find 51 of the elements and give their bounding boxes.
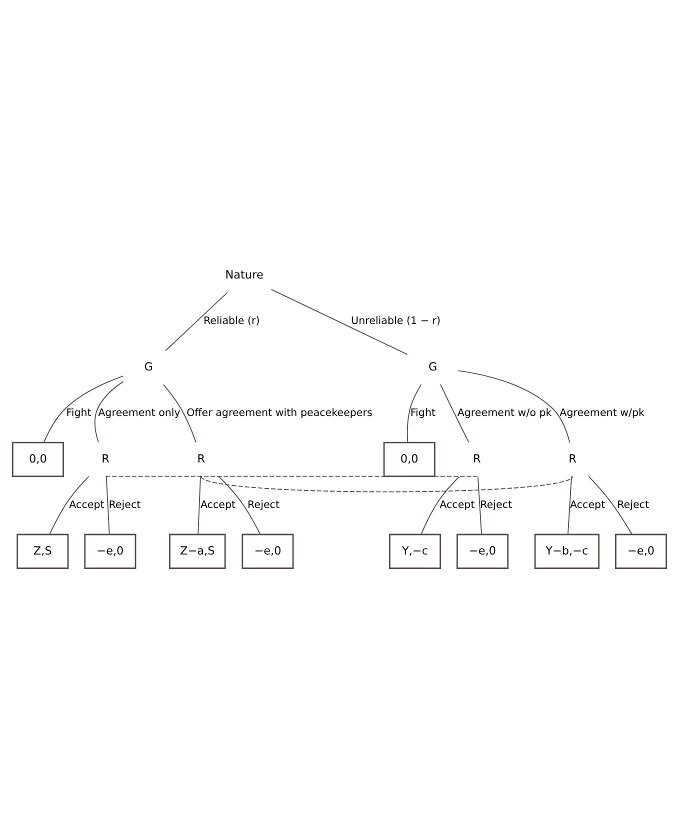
node-box: 0,0 (383, 441, 436, 477)
node-box: Y−b,−c (534, 533, 600, 568)
connector (588, 476, 632, 534)
node-box: 0,0 (12, 441, 64, 477)
connector (200, 475, 574, 492)
connector (94, 380, 124, 442)
edge-label: Agreement w/pk (560, 406, 645, 419)
edge-label: Reject (108, 498, 141, 511)
connector (198, 476, 201, 534)
connector (165, 292, 228, 351)
connector (420, 476, 460, 534)
connector (105, 475, 478, 476)
node-box: Z−a,S (169, 533, 226, 568)
edge-label: Agreement only (98, 406, 180, 419)
edge-label: Accept (69, 498, 104, 511)
connector (106, 476, 110, 534)
node-box: −e,0 (84, 533, 136, 568)
node-text: R (197, 452, 206, 465)
connector (567, 476, 572, 534)
node-text: R (568, 452, 576, 465)
edge-label: Accept (440, 498, 475, 511)
connector (218, 475, 261, 534)
node-box: Y,−c (388, 533, 442, 568)
connector (43, 375, 124, 442)
connector (406, 384, 422, 442)
edge-label: Accept (570, 498, 606, 511)
node-text: G (144, 360, 154, 373)
node-box: −e,0 (242, 533, 294, 568)
edge-label: Reject (480, 498, 512, 511)
node-text: R (472, 452, 481, 465)
edge-label: Fight (410, 406, 436, 419)
node-text: Nature (225, 268, 264, 282)
node-text: R (102, 452, 110, 465)
connector (162, 384, 196, 442)
edge-label: Unreliable (1 − r) (351, 314, 440, 327)
connector (49, 475, 90, 534)
connector (477, 476, 482, 534)
edge-label: Agreement w/o pk (457, 406, 552, 419)
edge-label: Reliable (r) (203, 314, 260, 327)
connector (270, 288, 408, 354)
connector (458, 370, 570, 443)
connector (440, 384, 470, 442)
node-box: −e,0 (456, 533, 509, 568)
edge-label: Offer agreement with peacekeepers (186, 406, 372, 419)
edge-label: Accept (200, 498, 236, 511)
edge-label: Reject (248, 498, 280, 511)
node-box: −e,0 (615, 533, 668, 568)
edge-label: Fight (66, 406, 92, 419)
edge-label: Reject (617, 498, 650, 511)
node-box: Z,S (16, 533, 69, 568)
node-text: G (428, 360, 438, 373)
